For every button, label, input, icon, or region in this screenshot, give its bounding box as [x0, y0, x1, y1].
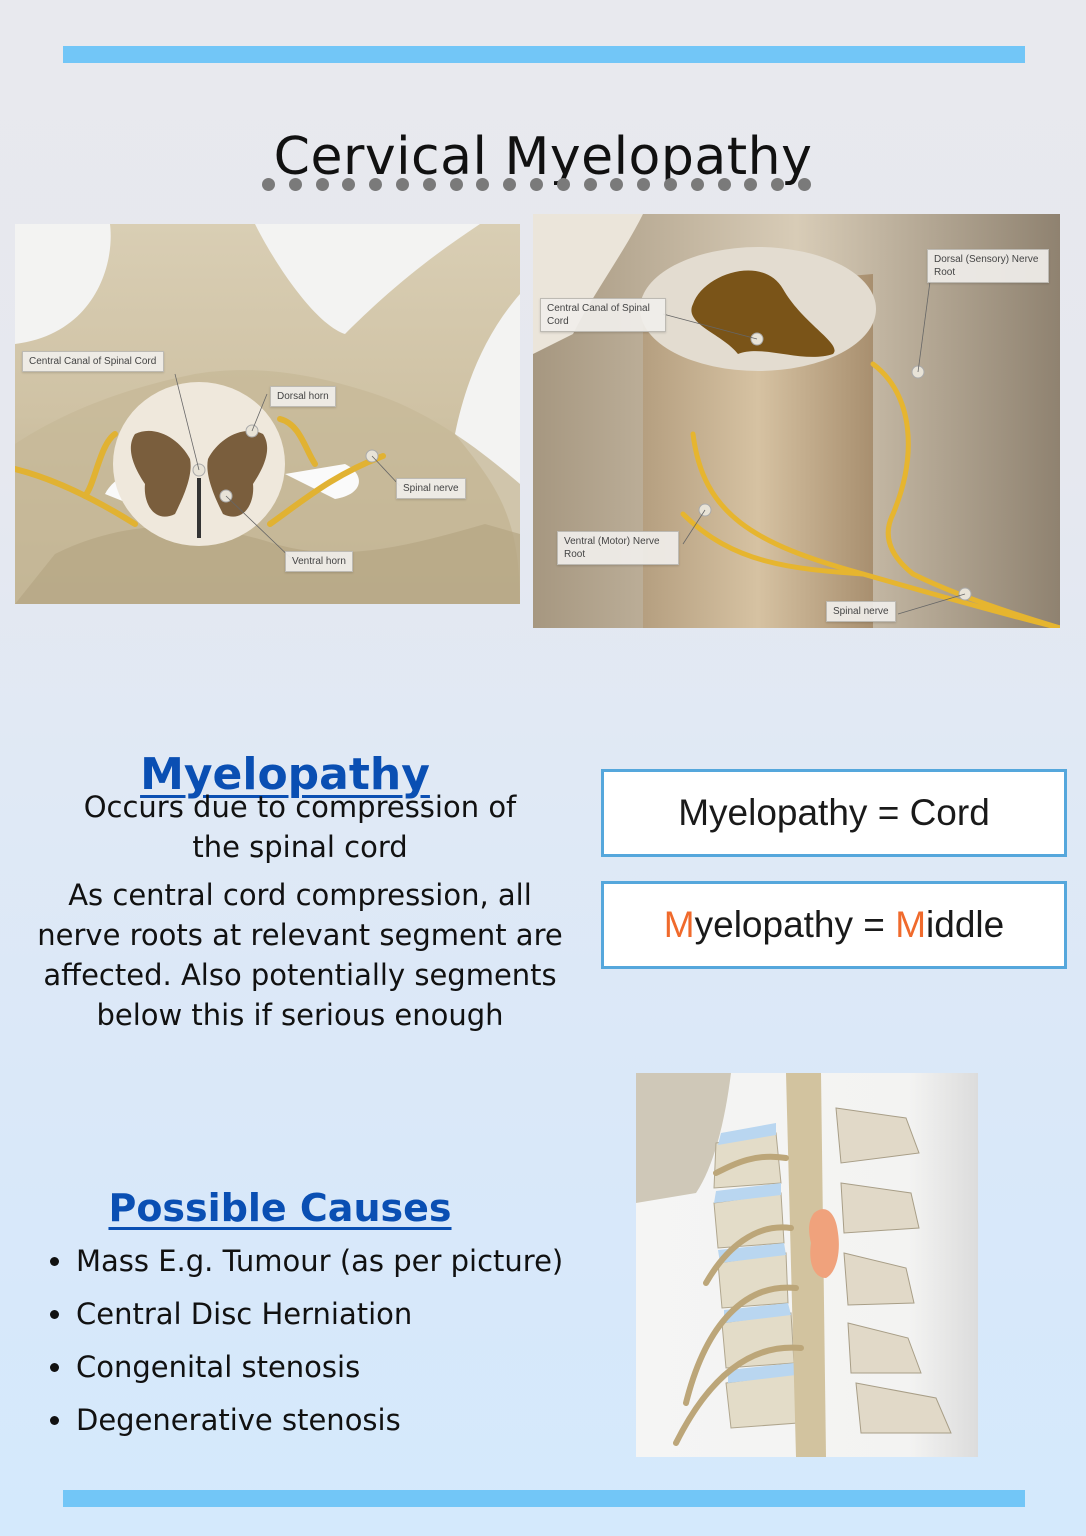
divider-dot	[771, 178, 785, 191]
page-title: Cervical Myelopathy	[273, 126, 813, 187]
list-item: Central Disc Herniation	[48, 1288, 563, 1341]
spinal-cord-3d-figure: Central Canal of Spinal Cord Dorsal (Sen…	[533, 214, 1060, 628]
list-item: Congenital stenosis	[48, 1341, 563, 1394]
myelopathy-heading: Myelopathy	[140, 748, 430, 800]
mnemonic-text: yelopathy =	[694, 904, 896, 945]
divider-dot	[342, 178, 356, 191]
myelopathy-explanation: As central cord compression, all nerve r…	[37, 878, 563, 1032]
divider-dot	[610, 178, 624, 191]
divider-dot	[529, 178, 543, 191]
divider-dot	[288, 178, 302, 191]
divider-dot	[797, 178, 811, 191]
divider-dot	[663, 178, 677, 191]
mnemonic-accent-letter: M	[663, 904, 695, 945]
divider-dot	[476, 178, 490, 191]
bullet-icon	[50, 1416, 59, 1425]
label-dorsal-horn: Dorsal horn	[270, 386, 336, 407]
divider-dot	[369, 178, 383, 191]
label-ventral-root: Ventral (Motor) Nerve Root	[557, 531, 679, 565]
label-dorsal-root: Dorsal (Sensory) Nerve Root	[927, 249, 1049, 283]
mnemonic-accent-letter: M	[895, 904, 927, 945]
divider-dot	[717, 178, 731, 191]
mnemonic-cord-box: Myelopathy = Cord	[601, 769, 1067, 857]
label-central-canal-3d: Central Canal of Spinal Cord	[540, 298, 666, 332]
title-divider-dots	[262, 178, 811, 191]
spinal-cord-cross-section-figure: Central Canal of Spinal Cord Dorsal horn…	[15, 224, 520, 604]
divider-dot	[583, 178, 597, 191]
divider-dot	[395, 178, 409, 191]
divider-dot	[744, 178, 758, 191]
top-accent-bar	[63, 46, 1025, 63]
myelopathy-definition: Occurs due to compression of the spinal …	[83, 790, 517, 864]
divider-dot	[690, 178, 704, 191]
divider-dot	[422, 178, 436, 191]
list-item: Mass E.g. Tumour (as per picture)	[48, 1235, 563, 1288]
bullet-icon	[50, 1363, 59, 1372]
causes-list: Mass E.g. Tumour (as per picture) Centra…	[48, 1235, 563, 1447]
list-item: Degenerative stenosis	[48, 1394, 563, 1447]
divider-dot	[315, 178, 329, 191]
cross-section-illustration	[15, 224, 520, 604]
divider-dot	[449, 178, 463, 191]
mnemonic-cord-text: Myelopathy = Cord	[678, 792, 990, 833]
divider-dot	[556, 178, 570, 191]
divider-dot	[262, 178, 275, 191]
label-spinal-nerve-3d: Spinal nerve	[826, 601, 896, 622]
label-spinal-nerve: Spinal nerve	[396, 478, 466, 499]
bottom-accent-bar	[63, 1490, 1025, 1507]
divider-dot	[503, 178, 517, 191]
bullet-icon	[50, 1310, 59, 1319]
mnemonic-text: iddle	[926, 904, 1005, 945]
label-ventral-horn: Ventral horn	[285, 551, 353, 572]
possible-causes-heading: Possible Causes	[108, 1185, 452, 1230]
spine-tumour-illustration	[636, 1073, 978, 1457]
spine-tumour-figure	[636, 1073, 978, 1457]
divider-dot	[637, 178, 651, 191]
label-central-canal: Central Canal of Spinal Cord	[22, 351, 164, 372]
bullet-icon	[50, 1257, 59, 1266]
